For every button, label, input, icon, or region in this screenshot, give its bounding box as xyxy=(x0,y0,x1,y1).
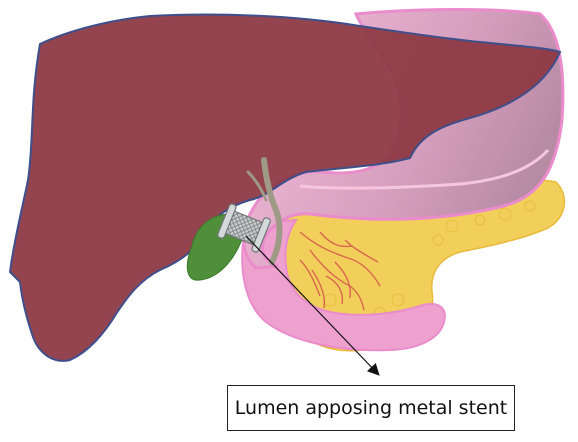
label-pointer-line xyxy=(245,235,380,376)
stomach-inner-wall xyxy=(299,148,550,190)
metal-stent xyxy=(217,203,271,253)
liver xyxy=(8,13,562,362)
hepatic-duct-branch xyxy=(246,170,268,202)
stent-label-text: Lumen apposing metal stent xyxy=(234,397,508,419)
pancreatic-vessels xyxy=(299,231,381,311)
duodenum xyxy=(241,218,446,352)
common-bile-duct xyxy=(261,157,283,265)
stent-label-box: Lumen apposing metal stent xyxy=(227,385,515,431)
